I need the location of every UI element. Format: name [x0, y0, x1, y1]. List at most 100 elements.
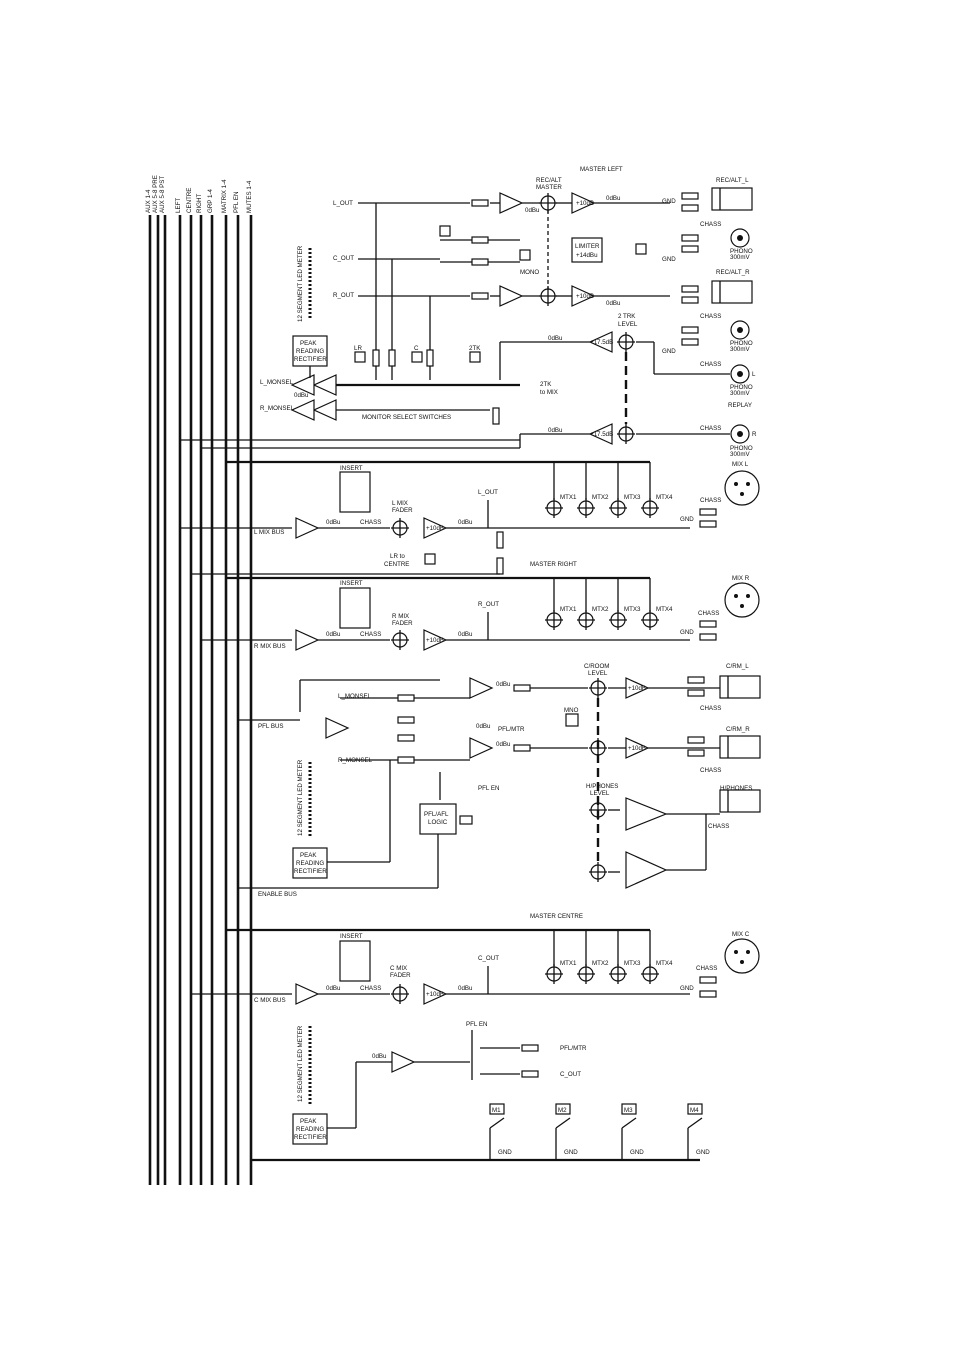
svg-text:CHASS: CHASS [360, 985, 381, 992]
svg-text:0dBu: 0dBu [458, 631, 473, 638]
svg-text:300mV: 300mV [730, 390, 750, 397]
svg-text:PFL/MTR: PFL/MTR [498, 726, 525, 733]
svg-text:MTX2: MTX2 [592, 494, 609, 501]
ml-mono: MONO [520, 269, 539, 276]
svg-text:PEAK: PEAK [300, 852, 317, 859]
svg-text:LIMITER: LIMITER [575, 243, 600, 250]
svg-text:PFL/AFL: PFL/AFL [424, 811, 449, 818]
svg-text:READING: READING [296, 348, 324, 355]
svg-text:0dBu: 0dBu [458, 519, 473, 526]
hphones: H/PHONES [720, 785, 752, 792]
svg-text:CHASS: CHASS [708, 823, 729, 830]
svg-text:M1: M1 [492, 1107, 501, 1114]
svg-text:LR: LR [354, 345, 362, 352]
svg-text:0dBu: 0dBu [548, 427, 563, 434]
svg-text:+10dB: +10dB [628, 685, 646, 692]
svg-text:+10dB: +10dB [426, 991, 444, 998]
svg-text:LEVEL: LEVEL [618, 321, 638, 328]
bus-label-centre: CENTRE [186, 188, 193, 213]
svg-text:MTX4: MTX4 [656, 494, 673, 501]
bus-labels: AUX 1-4 AUX 5-8 PRE AUX 5-8 PST LEFT CEN… [145, 175, 253, 213]
svg-text:MTX1: MTX1 [560, 606, 577, 613]
svg-text:LOGIC: LOGIC [428, 819, 448, 826]
svg-text:CHASS: CHASS [700, 705, 721, 712]
svg-text:C/ROOM: C/ROOM [584, 663, 609, 670]
enable-bus: ENABLE BUS [258, 891, 297, 898]
svg-text:0dBu: 0dBu [326, 519, 341, 526]
svg-text:CHASS: CHASS [360, 519, 381, 526]
c-mix-bus: C MIX BUS [254, 997, 286, 1004]
svg-text:FADER: FADER [390, 972, 411, 979]
ml-l-out: L_OUT [333, 200, 353, 207]
svg-text:GND: GND [696, 1149, 710, 1156]
svg-text:+10dB: +10dB [426, 637, 444, 644]
svg-text:MTX1: MTX1 [560, 494, 577, 501]
bus-label-aux14: AUX 1-4 [145, 189, 152, 213]
svg-text:0dBu: 0dBu [476, 723, 491, 730]
svg-text:PFL EN: PFL EN [478, 785, 499, 792]
svg-text:C_OUT: C_OUT [478, 955, 499, 962]
mix-c-matrix-pots: MTX1 MTX2 MTX3 MTX4 [544, 960, 673, 985]
svg-text:0dBu: 0dBu [606, 195, 621, 202]
svg-text:GND: GND [662, 348, 676, 355]
svg-text:CHASS: CHASS [360, 631, 381, 638]
svg-text:MIX L: MIX L [732, 461, 749, 468]
svg-text:PHONO: PHONO [730, 445, 753, 452]
bus-label-pflen: PFL EN [233, 192, 240, 213]
svg-text:+10dB: +10dB [628, 745, 646, 752]
svg-text:0dBu: 0dBu [548, 335, 563, 342]
svg-text:INSERT: INSERT [340, 580, 363, 587]
bus-label-left: LEFT [175, 198, 182, 213]
svg-text:GND: GND [662, 198, 676, 205]
bus-label-aux58pst: AUX 5-8 PST [159, 176, 166, 213]
svg-text:CHASS: CHASS [698, 610, 719, 617]
svg-text:CHASS: CHASS [700, 497, 721, 504]
svg-text:PFL/MTR: PFL/MTR [560, 1045, 587, 1052]
svg-text:L_MONSEL: L_MONSEL [260, 379, 294, 386]
svg-text:L_MONSEL: L_MONSEL [338, 693, 372, 700]
svg-text:+10dB: +10dB [576, 293, 594, 300]
svg-text:+10dB: +10dB [576, 200, 594, 207]
mix-l-matrix-pots: MTX1 MTX2 MTX3 MTX4 [544, 494, 673, 519]
svg-text:L: L [752, 371, 756, 378]
svg-text:CHASS: CHASS [696, 965, 717, 972]
svg-text:READING: READING [296, 860, 324, 867]
svg-text:M3: M3 [624, 1107, 633, 1114]
ml-c-out: C_OUT [333, 255, 354, 262]
bus-label-aux58pre: AUX 5-8 PRE [152, 175, 159, 213]
svg-text:C: C [414, 345, 419, 352]
vertical-buses [148, 215, 253, 1185]
svg-text:FADER: FADER [392, 620, 413, 627]
svg-text:PEAK: PEAK [300, 1118, 317, 1125]
croom-r: C/RM_R [726, 726, 750, 733]
bus-label-grp: GRP 1-4 [207, 188, 214, 213]
svg-text:M2: M2 [558, 1107, 567, 1114]
svg-text:H/PHONES: H/PHONES [586, 783, 618, 790]
svg-text:12 SEGMENT LED METER: 12 SEGMENT LED METER [297, 759, 304, 836]
svg-text:C MIX: C MIX [390, 965, 407, 972]
rec-alt-r: REC/ALT_R [716, 269, 750, 276]
svg-text:L MIX: L MIX [392, 500, 408, 507]
svg-text:+17.5dB: +17.5dB [590, 431, 613, 438]
svg-text:GND: GND [680, 629, 694, 636]
svg-text:L_OUT: L_OUT [478, 489, 498, 496]
svg-text:GND: GND [680, 985, 694, 992]
svg-text:0dBu: 0dBu [496, 741, 511, 748]
replay-label: REPLAY [728, 402, 752, 409]
svg-text:RECTIFIER: RECTIFIER [294, 1134, 327, 1141]
svg-text:300mV: 300mV [730, 346, 750, 353]
svg-text:0dBu: 0dBu [458, 985, 473, 992]
svg-text:MIX C: MIX C [732, 931, 750, 938]
rec-alt-l: REC/ALT_L [716, 177, 749, 184]
svg-text:INSERT: INSERT [340, 933, 363, 940]
r-mix-bus: R MIX BUS [254, 643, 286, 650]
svg-text:PFL EN: PFL EN [466, 1021, 487, 1028]
svg-text:MTX4: MTX4 [656, 960, 673, 967]
svg-text:300mV: 300mV [730, 451, 750, 458]
svg-text:2TK: 2TK [540, 381, 552, 388]
master-centre-title: MASTER CENTRE [530, 913, 583, 920]
svg-text:+14dBu: +14dBu [576, 252, 598, 259]
svg-text:12 SEGMENT LED METER: 12 SEGMENT LED METER [297, 245, 304, 322]
meter-2: 12 SEGMENT LED METER PEAK READING RECTIF… [292, 759, 391, 879]
svg-text:READING: READING [296, 1126, 324, 1133]
